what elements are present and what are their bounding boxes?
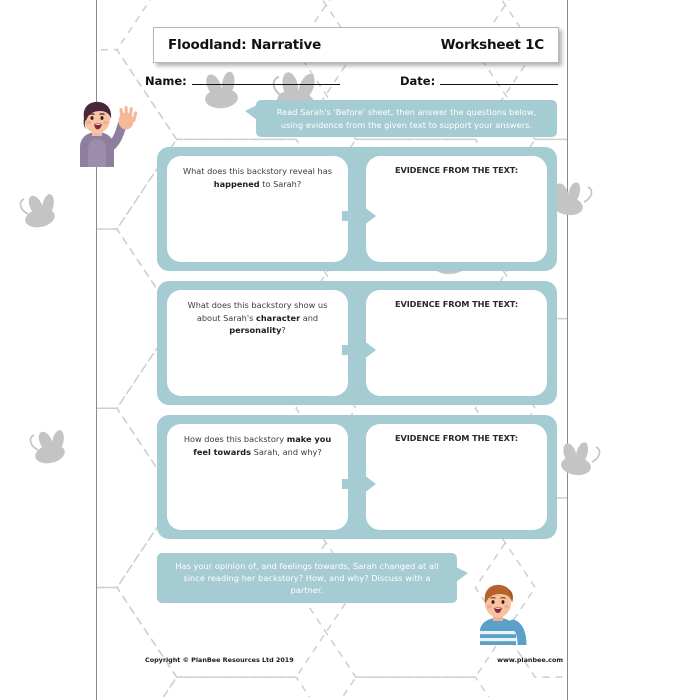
website-link[interactable]: www.planbee.com — [497, 656, 563, 664]
evidence-label-3: EVIDENCE FROM THE TEXT: — [394, 433, 518, 443]
bee-icon — [19, 194, 55, 228]
right-arrow-icon — [342, 203, 376, 229]
name-input[interactable] — [191, 72, 340, 85]
right-arrow-icon — [342, 471, 376, 497]
waving-woman-illustration — [80, 101, 138, 167]
name-group: Name: — [145, 72, 340, 88]
question-prompt-3: How does this backstory make you feel to… — [183, 434, 332, 457]
date-input[interactable] — [440, 72, 559, 85]
date-group: Date: — [400, 72, 559, 88]
question-group-3: How does this backstory make you feel to… — [157, 415, 557, 539]
worksheet-title-box: Floodland: Narrative Worksheet 1C — [153, 27, 559, 63]
question-prompt-2: What does this backstory show us about S… — [187, 300, 328, 336]
evidence-label-2: EVIDENCE FROM THE TEXT: — [394, 299, 518, 309]
question-group-2: What does this backstory show us about S… — [157, 281, 557, 405]
instruction-text: Read Sarah's 'Before' sheet, then answer… — [276, 107, 537, 130]
question-card-1[interactable]: What does this backstory reveal has happ… — [167, 156, 348, 262]
evidence-card-3[interactable]: EVIDENCE FROM THE TEXT: — [366, 424, 547, 530]
question-card-2[interactable]: What does this backstory show us about S… — [167, 290, 348, 396]
evidence-label-1: EVIDENCE FROM THE TEXT: — [394, 165, 518, 175]
question-card-3[interactable]: How does this backstory make you feel to… — [167, 424, 348, 530]
question-prompt-1: What does this backstory reveal has happ… — [183, 166, 332, 189]
bee-icon — [29, 430, 65, 464]
discussion-text: Has your opinion of, and feelings toward… — [175, 560, 439, 596]
worksheet-number-label: Worksheet 1C — [440, 37, 545, 53]
footer: Copyright © PlanBee Resources Ltd 2019 w… — [145, 653, 563, 667]
subject-title: Floodland: Narrative — [168, 37, 322, 53]
discussion-speech-bubble: Has your opinion of, and feelings toward… — [157, 553, 468, 603]
name-date-row: Name: Date: — [145, 72, 563, 94]
instruction-row: Read Sarah's 'Before' sheet, then answer… — [157, 97, 557, 140]
question-group-1: What does this backstory reveal has happ… — [157, 147, 557, 271]
date-label: Date: — [400, 74, 436, 88]
smiling-boy-illustration — [480, 584, 527, 645]
copyright-text: Copyright © PlanBee Resources Ltd 2019 — [145, 656, 294, 664]
right-arrow-icon — [342, 337, 376, 363]
evidence-card-1[interactable]: EVIDENCE FROM THE TEXT: — [366, 156, 547, 262]
instruction-speech-bubble: Read Sarah's 'Before' sheet, then answer… — [245, 100, 557, 137]
name-label: Name: — [145, 74, 187, 88]
evidence-card-2[interactable]: EVIDENCE FROM THE TEXT: — [366, 290, 547, 396]
worksheet-main-panel: Read Sarah's 'Before' sheet, then answer… — [157, 97, 557, 642]
